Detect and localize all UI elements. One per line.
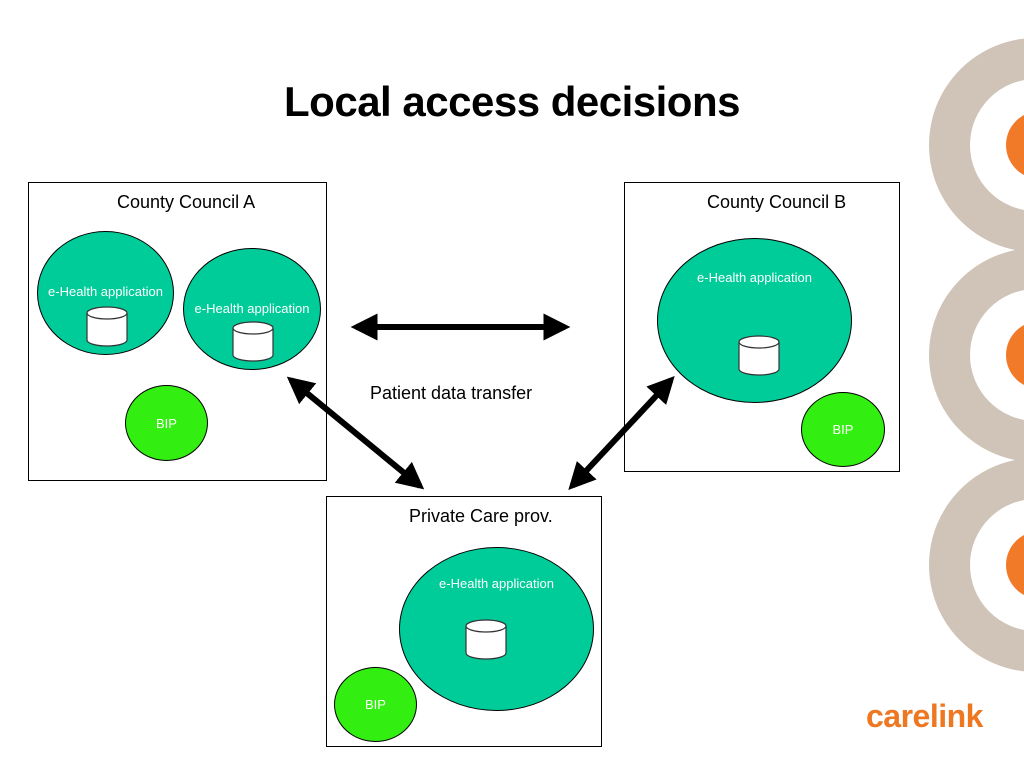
ehealth-app-label: e-Health application — [439, 576, 554, 591]
ehealth-app-ellipse: e-Health application — [399, 547, 594, 711]
database-icon — [232, 321, 274, 362]
ehealth-app-ellipse: e-Health application — [657, 238, 852, 403]
county-council-b-label: County Council B — [707, 192, 847, 212]
carelink-logo: carelink — [866, 698, 983, 734]
county-council-a-box: County Council A e-Health application e-… — [28, 182, 327, 481]
database-icon — [86, 306, 128, 347]
arrow-a-to-private — [286, 376, 425, 490]
ehealth-app-ellipse: e-Health application — [183, 248, 321, 370]
bip-node: BIP — [801, 392, 885, 467]
ehealth-app-label: e-Health application — [697, 270, 812, 285]
database-icon — [465, 619, 507, 660]
bip-node: BIP — [125, 385, 208, 461]
ehealth-app-label: e-Health application — [194, 301, 310, 316]
private-care-label: Private Care prov. — [409, 506, 553, 526]
county-council-a-label: County Council A — [117, 192, 256, 212]
patient-data-transfer-label: Patient data transfer — [370, 383, 533, 403]
ring-top — [929, 38, 1024, 252]
ring-middle — [929, 248, 1024, 462]
arrow-b-to-private — [568, 376, 675, 490]
slide-title: Local access decisions — [284, 78, 740, 125]
ehealth-app-ellipse: e-Health application — [37, 231, 174, 355]
ring-bottom — [929, 458, 1024, 672]
private-care-box: Private Care prov. e-Health application … — [326, 496, 602, 747]
bip-node: BIP — [334, 667, 417, 742]
ehealth-app-label: e-Health application — [48, 284, 163, 299]
database-icon — [738, 335, 780, 376]
